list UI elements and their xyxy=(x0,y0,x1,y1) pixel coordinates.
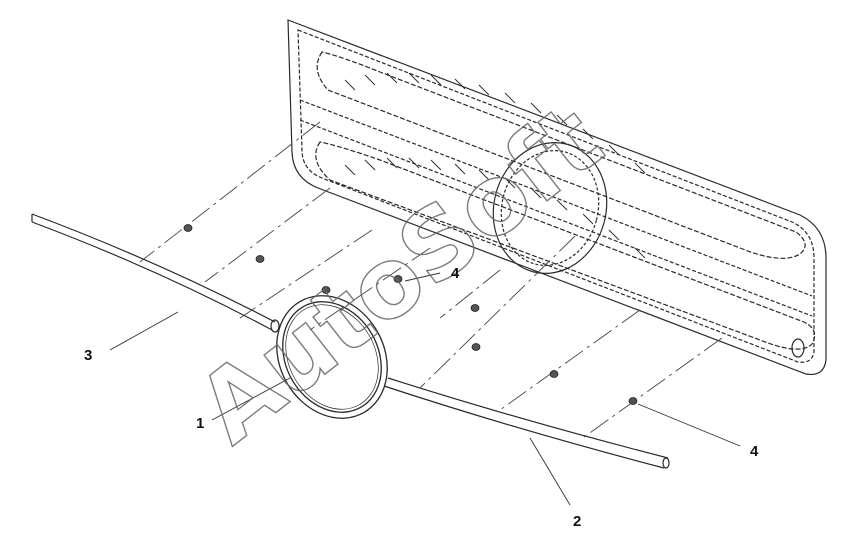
emblem-badge xyxy=(276,295,388,419)
alignment-lines xyxy=(139,121,723,441)
callout-2: 2 xyxy=(573,513,582,530)
leader-lines xyxy=(109,272,741,506)
watermark-text: AutoSoft xyxy=(177,83,622,465)
callout-3: 3 xyxy=(84,347,93,364)
chrome-trim-strip xyxy=(31,213,670,469)
radiator-grille xyxy=(287,19,827,376)
watermark: AutoSoft xyxy=(176,82,622,465)
callout-4-lower: 4 xyxy=(750,443,759,460)
callout-1: 1 xyxy=(196,415,205,432)
callout-4-upper: 4 xyxy=(451,265,460,282)
